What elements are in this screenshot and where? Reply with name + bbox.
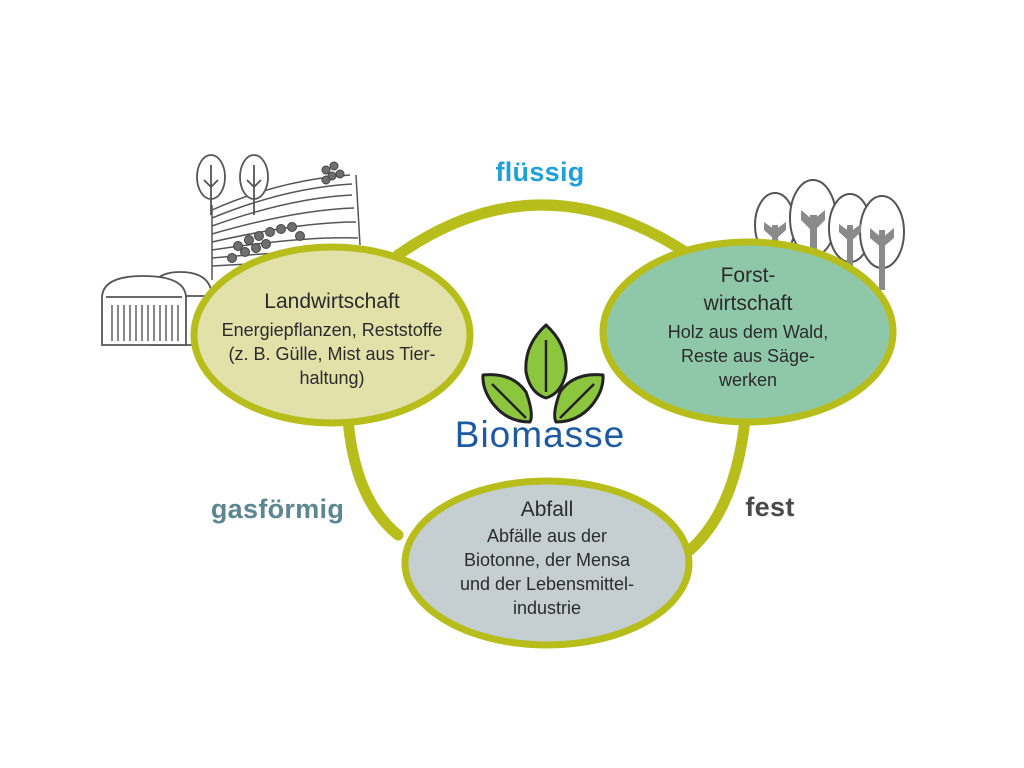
forestry-line: Reste aus Säge- [680, 346, 816, 366]
forest-icon [754, 179, 905, 290]
waste-node [401, 477, 693, 649]
forestry-line: Holz aus dem Wald, [667, 322, 829, 342]
waste-line: Abfälle aus der [486, 526, 608, 546]
agriculture-node [190, 243, 474, 427]
state-label-liquid: flüssig [495, 157, 585, 187]
waste-description: Abfälle aus der Biotonne, der Mensa und … [417, 524, 677, 620]
waste-line: und der Lebensmittel- [459, 574, 635, 594]
farm-icon [101, 154, 361, 346]
forestry-node [599, 238, 897, 426]
waste-line: Biotonne, der Mensa [463, 550, 631, 570]
agriculture-description: Energiepflanzen, Reststoffe (z. B. Gülle… [198, 318, 466, 390]
forestry-title: Forst- wirtschaft [648, 262, 848, 318]
waste-line: industrie [512, 598, 582, 618]
farm-trees [196, 154, 269, 215]
waste-title: Abfall [520, 498, 574, 521]
state-label-solid: fest [745, 492, 795, 522]
connection-ring [342, 199, 751, 556]
forestry-line: werken [718, 370, 778, 390]
leaves-icon [481, 323, 605, 424]
forestry-description: Holz aus dem Wald, Reste aus Säge- werke… [623, 320, 873, 392]
agriculture-line: Energiepflanzen, Reststoffe [221, 320, 443, 340]
grain-dots [227, 161, 345, 263]
forestry-title-line: wirtschaft [703, 292, 793, 315]
agriculture-line: (z. B. Gülle, Mist aus Tier- [228, 344, 436, 364]
state-label-gaseous: gasförmig [210, 494, 345, 524]
agriculture-title: Landwirtschaft [264, 290, 400, 313]
biogas-domes [101, 271, 213, 346]
agriculture-line: haltung) [299, 368, 365, 388]
center-label: Biomasse [454, 414, 626, 455]
forestry-title-line: Forst- [720, 264, 776, 287]
